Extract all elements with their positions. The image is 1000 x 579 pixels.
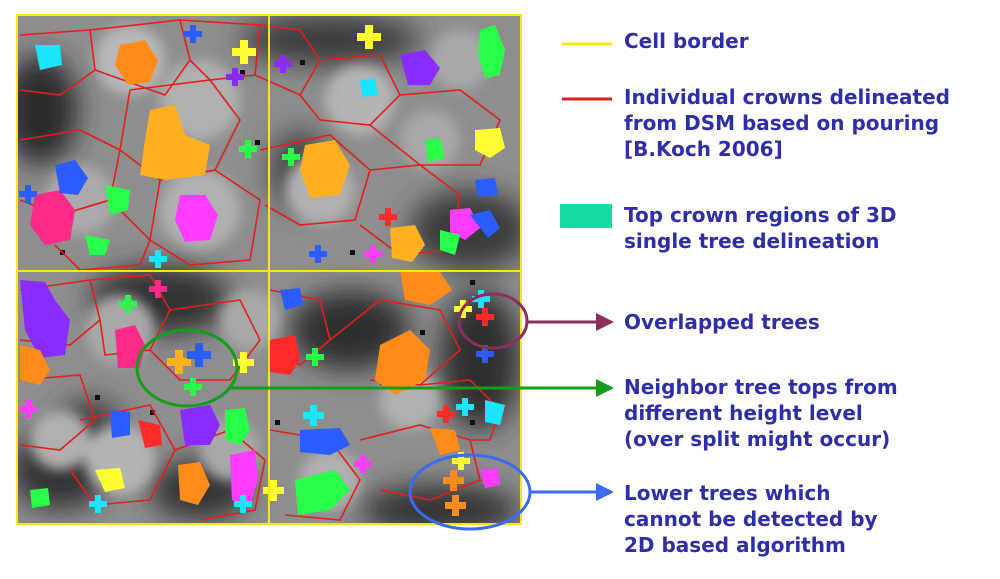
cell-border-lines [16, 14, 522, 525]
overlapped-trees-label: Overlapped trees [624, 310, 820, 334]
neighbor-circle [135, 328, 239, 408]
neighbor-tree-tops-label: Neighbor tree tops from different height… [624, 375, 898, 451]
annotation-lower [408, 453, 614, 531]
annotation-overlapped [457, 292, 614, 350]
overlapped-arrow-head [596, 313, 614, 331]
annotation-neighbor [135, 328, 614, 408]
legend-crowns-label: Individual crowns delineated from DSM ba… [624, 85, 950, 161]
lower-arrow-head [596, 483, 614, 501]
crown-blobs [20, 25, 505, 515]
legend-swatches [560, 42, 612, 228]
neighbor-arrow-head [596, 379, 614, 397]
legend-cell-border-label: Cell border [624, 29, 749, 53]
legend-top-crown-swatch [560, 204, 612, 228]
legend-top-crown-label: Top crown regions of 3D single tree deli… [624, 203, 897, 253]
lower-trees-label: Lower trees which cannot be detected by … [624, 481, 878, 557]
tree-top-markers [19, 25, 494, 516]
crown-map [16, 14, 522, 525]
